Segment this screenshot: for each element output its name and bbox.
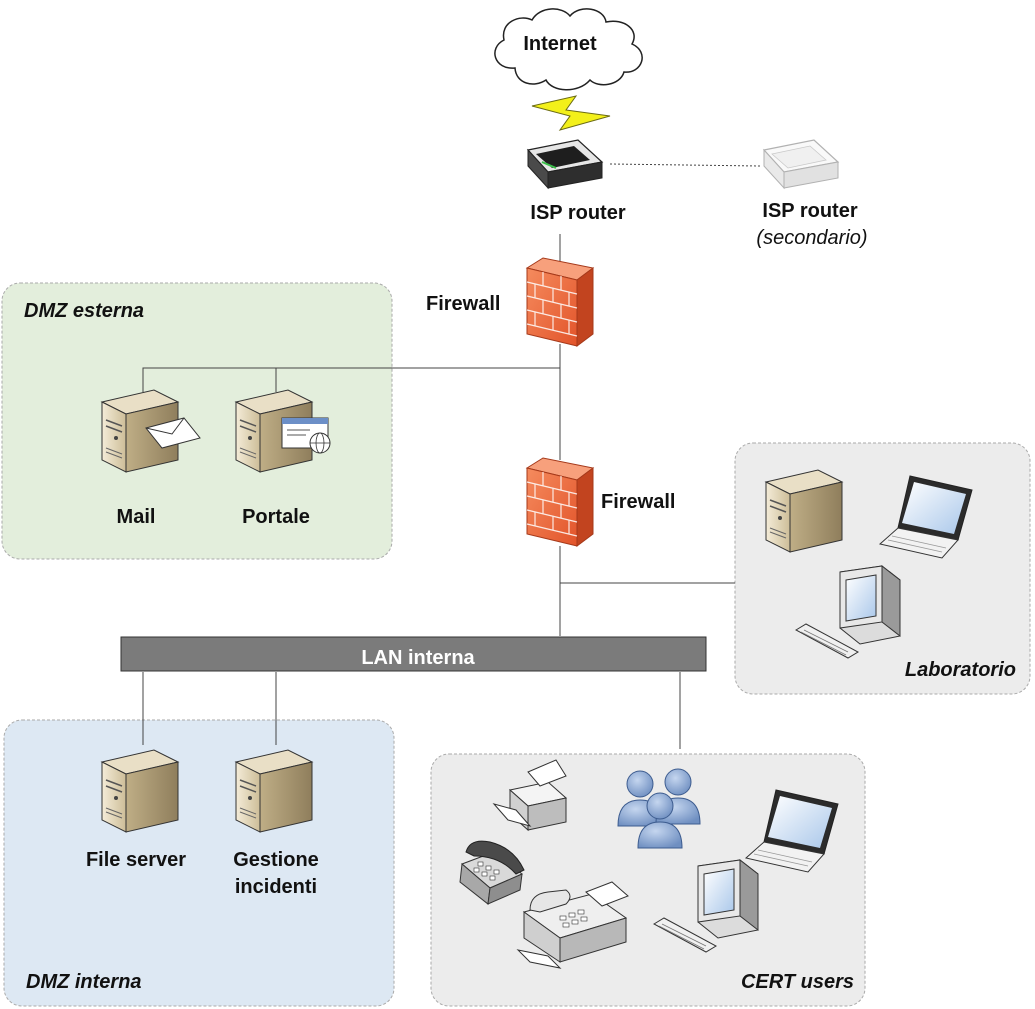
lightning-icon [531,95,611,131]
secondary-router-icon [762,139,840,190]
laboratory-label: Laboratorio [905,659,1016,681]
connections [142,163,761,749]
secondary-router-note: (secondario) [756,227,867,249]
internet-label: Internet [523,33,597,55]
lan-bar [120,636,707,672]
dmz-external-label: DMZ esterna [24,300,144,322]
isp-router-label: ISP router [530,202,625,224]
dmz-internal-zone [3,719,395,1007]
file-server-label: File server [86,849,186,871]
firewall-top-icon [526,257,594,347]
mail-server-label: Mail [117,506,156,528]
mail-envelope-icon [145,417,201,449]
firewall-inner-icon [526,457,594,547]
incident-server-icon [235,749,313,833]
lan-label: LAN interna [361,647,475,669]
firewall-inner-label: Firewall [601,491,675,513]
portal-server-label: Portale [242,506,310,528]
file-server-icon [101,749,179,833]
dmz-external-zone [1,282,393,560]
incident-server-label-2: incidenti [235,876,317,898]
cert-users-label: CERT users [741,971,854,993]
router-icon [526,139,604,190]
dmz-internal-label: DMZ interna [26,971,142,993]
internet-cloud-icon [494,8,643,91]
firewall-top-label: Firewall [426,293,500,315]
web-page-icon [281,417,331,454]
fax-icon [516,881,629,969]
lab-server-icon [765,469,843,553]
printer-icon [492,759,568,832]
incident-server-label-1: Gestione [233,849,319,871]
secondary-router-label: ISP router [762,200,857,222]
telephone-icon [459,840,525,905]
